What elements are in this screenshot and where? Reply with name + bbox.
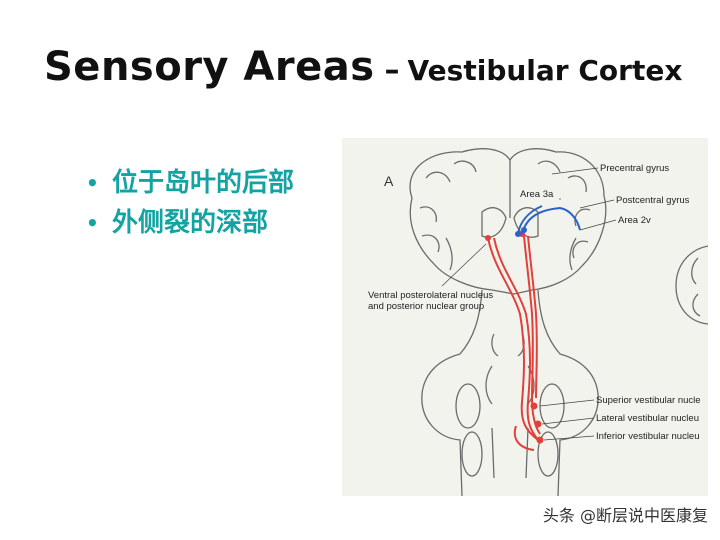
bullet-item: • 位于岛叶的后部 [86,166,326,200]
label-inferior-vestibular: Inferior vestibular nucleu [596,431,700,442]
thalamus-dots [515,227,527,237]
panel-label: A [384,173,394,189]
title-subtitle: Vestibular Cortex [407,54,683,87]
label-area-3a: Area 3a [520,189,554,200]
title-main: Sensory Areas [44,44,375,90]
label-postcentral-gyrus: Postcentral gyrus [616,195,690,206]
bullet-dot-icon: • [86,211,99,235]
label-vpl-line1: Ventral posterolateral nucleus [368,290,493,301]
label-vpl-line2: and posterior nuclear group [368,301,484,312]
label-superior-vestibular: Superior vestibular nucle [596,395,701,406]
blue-pathway [517,205,581,235]
bullet-text: 外侧裂的深部 [112,208,269,238]
label-area-2v: Area 2v [618,215,651,226]
bullet-dot-icon: • [86,171,99,195]
red-pathway [487,235,541,451]
slide-title: Sensory Areas–Vestibular Cortex [44,44,704,104]
label-precentral-gyrus: Precentral gyrus [600,163,669,174]
bullet-list: • 位于岛叶的后部 • 外侧裂的深部 [86,166,326,246]
anatomy-figure: A Precentral gyrus Area 3a Postcentral g… [342,138,708,496]
title-separator: – [384,53,400,88]
bullet-item: • 外侧裂的深部 [86,206,326,240]
watermark: 头条 @断层说中医康复 [542,506,708,525]
vestibular-nuclei-dots [485,231,544,444]
vestibular-pathway-diagram: A Precentral gyrus Area 3a Postcentral g… [368,148,708,496]
bullet-text: 位于岛叶的后部 [112,168,295,198]
leader-lines [441,167,617,441]
label-lateral-vestibular: Lateral vestibular nucleu [596,413,699,424]
